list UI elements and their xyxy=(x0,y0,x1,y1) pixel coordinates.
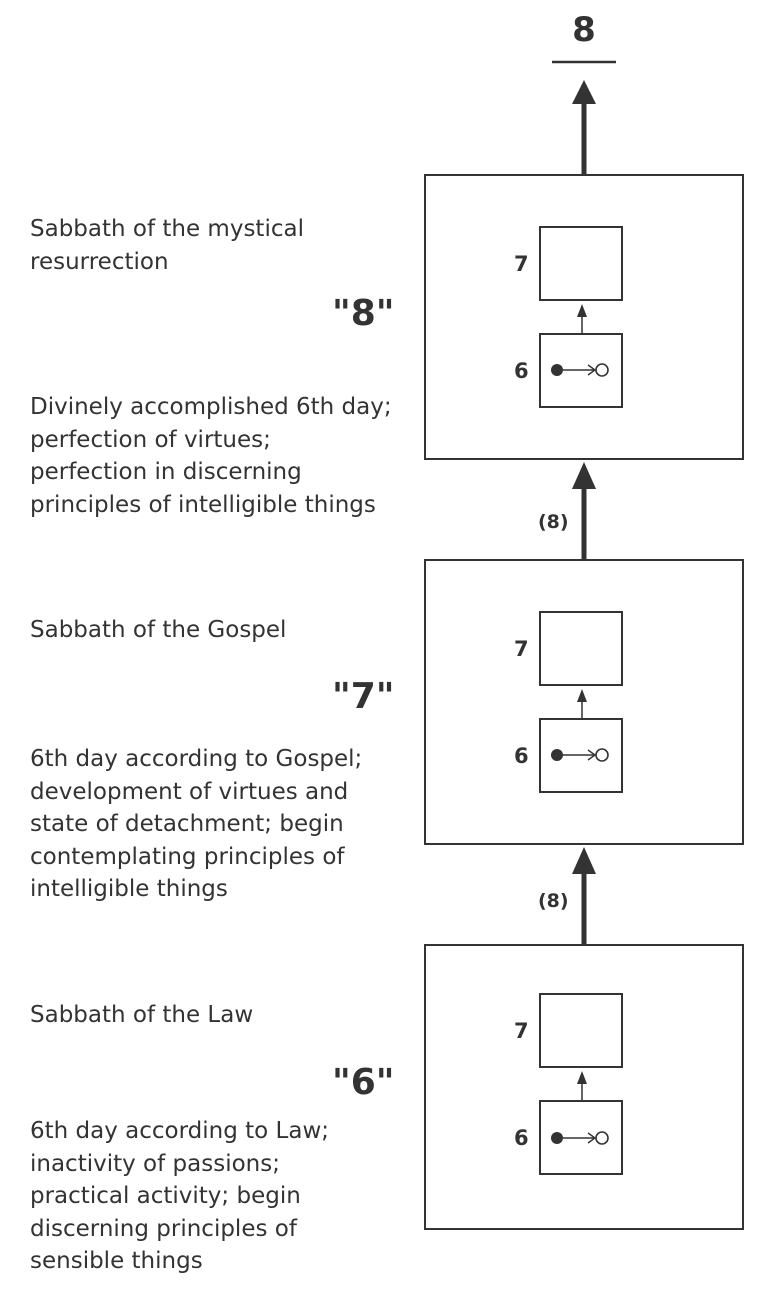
box-seven xyxy=(539,993,623,1068)
stage-block-six: 7 6 xyxy=(424,944,744,1230)
small-arrow-head xyxy=(577,304,587,317)
box-seven-label: 7 xyxy=(514,1019,529,1043)
box-seven xyxy=(539,226,623,301)
stage-label-six: "6" xyxy=(332,1062,395,1103)
stage-outer-box xyxy=(424,944,744,1230)
filled-dot xyxy=(551,749,563,761)
stage-block-seven: 7 6 xyxy=(424,559,744,845)
filled-dot xyxy=(551,1132,563,1144)
day-text-law: 6th day according to Law; inactivity of … xyxy=(30,1118,330,1274)
box-six xyxy=(539,333,623,408)
filled-dot xyxy=(551,364,563,376)
box-seven-label: 7 xyxy=(514,252,529,276)
connector-label-lower: (8) xyxy=(538,890,569,912)
small-arrow-head xyxy=(577,1071,587,1084)
small-arrow-head xyxy=(577,689,587,702)
stage-block-eight: 7 6 xyxy=(424,174,744,460)
box-six xyxy=(539,718,623,793)
box-six-label: 6 xyxy=(514,744,529,768)
box-six xyxy=(539,1100,623,1175)
sabbath-text-mystical-resurrection: Sabbath of the mystical resurrection xyxy=(30,216,304,275)
sabbath-text-gospel: Sabbath of the Gospel xyxy=(30,617,287,643)
stage-label-seven: "7" xyxy=(332,676,395,717)
day-text-gospel: 6th day according to Gospel; development… xyxy=(30,746,363,902)
connector-label-upper: (8) xyxy=(538,511,569,533)
arrow-to-top-eight xyxy=(572,80,596,175)
box-six-label: 6 xyxy=(514,1126,529,1150)
sabbath-text-law: Sabbath of the Law xyxy=(30,1002,254,1028)
stage-outer-box xyxy=(424,174,744,460)
box-seven xyxy=(539,611,623,686)
box-seven-label: 7 xyxy=(514,637,529,661)
arrow-stage6-to-stage7 xyxy=(572,847,596,945)
open-dot xyxy=(595,748,609,762)
top-eight-label: 8 xyxy=(572,10,596,50)
box-six-label: 6 xyxy=(514,359,529,383)
arrow-stage7-to-stage8 xyxy=(572,462,596,560)
day-text-divinely-accomplished: Divinely accomplished 6th day; perfectio… xyxy=(30,394,392,518)
stage-outer-box xyxy=(424,559,744,845)
open-dot xyxy=(595,363,609,377)
open-dot xyxy=(595,1131,609,1145)
stage-label-eight: "8" xyxy=(332,293,395,334)
